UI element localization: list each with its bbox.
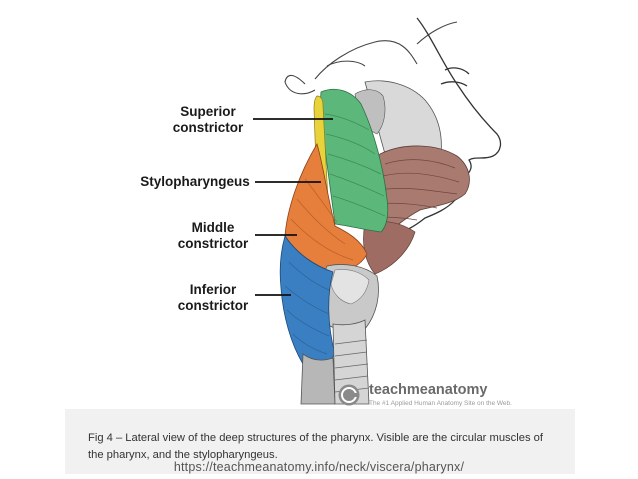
leader-lines bbox=[253, 118, 333, 296]
figure-caption: Fig 4 – Lateral view of the deep structu… bbox=[88, 432, 543, 461]
source-url-link[interactable]: https://teachmeanatomy.info/neck/viscera… bbox=[173, 460, 465, 474]
label-middle-line2: constrictor bbox=[177, 236, 249, 251]
label-superior-line2: constrictor bbox=[172, 120, 244, 135]
watermark-name: teachmeanatomy bbox=[369, 382, 488, 398]
label-inferior-line2: constrictor bbox=[177, 298, 249, 313]
copyright-logo-icon bbox=[338, 384, 360, 406]
hyoid-bone bbox=[330, 269, 370, 305]
esophagus bbox=[300, 353, 336, 405]
label-middle-constrictor: Middle constrictor bbox=[172, 220, 254, 252]
label-inferior-line1: Inferior bbox=[189, 282, 237, 297]
superior-constrictor-fibers bbox=[324, 113, 386, 217]
label-superior-constrictor: Superior constrictor bbox=[168, 104, 248, 136]
skull-outline bbox=[284, 21, 458, 95]
label-superior-line1: Superior bbox=[180, 104, 236, 119]
pharynx-illustration bbox=[253, 17, 502, 405]
label-inferior-constrictor: Inferior constrictor bbox=[172, 282, 254, 314]
inferior-constrictor-fibers bbox=[284, 261, 330, 355]
label-stylopharyngeus: Stylopharyngeus bbox=[140, 174, 250, 189]
face-profile bbox=[389, 17, 502, 237]
label-middle-line1: Middle bbox=[191, 220, 235, 235]
watermark-tagline: The #1 Applied Human Anatomy Site on the… bbox=[369, 400, 512, 407]
